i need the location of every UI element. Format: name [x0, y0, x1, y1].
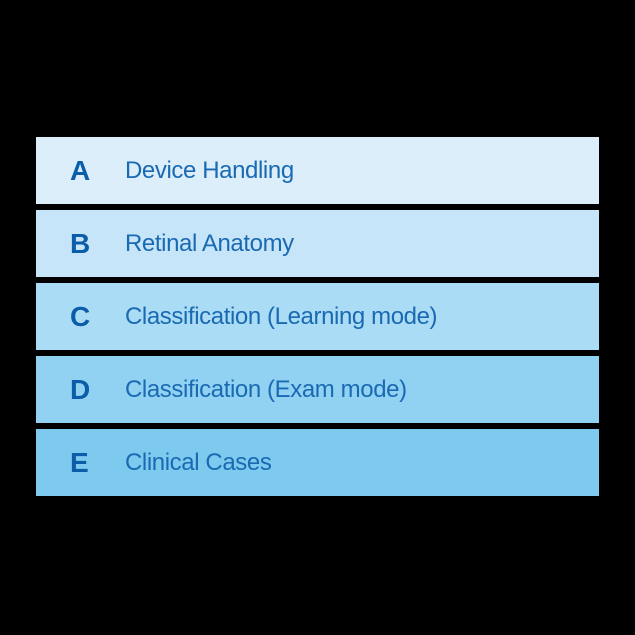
module-menu: A Device Handling B Retinal Anatomy C Cl… — [36, 137, 599, 502]
item-label: Classification (Learning mode) — [125, 302, 438, 330]
item-letter: D — [70, 373, 90, 405]
item-letter: C — [70, 300, 90, 332]
menu-item-retinal-anatomy[interactable]: B Retinal Anatomy — [36, 210, 599, 277]
item-label: Clinical Cases — [125, 448, 272, 476]
item-label: Classification (Exam mode) — [125, 375, 407, 403]
item-label: Retinal Anatomy — [125, 229, 294, 257]
menu-item-clinical-cases[interactable]: E Clinical Cases — [36, 429, 599, 496]
menu-item-device-handling[interactable]: A Device Handling — [36, 137, 599, 204]
item-letter: B — [70, 227, 90, 259]
item-letter: A — [70, 154, 90, 186]
item-letter: E — [70, 446, 89, 478]
menu-item-classification-exam[interactable]: D Classification (Exam mode) — [36, 356, 599, 423]
menu-item-classification-learning[interactable]: C Classification (Learning mode) — [36, 283, 599, 350]
item-label: Device Handling — [125, 156, 294, 184]
